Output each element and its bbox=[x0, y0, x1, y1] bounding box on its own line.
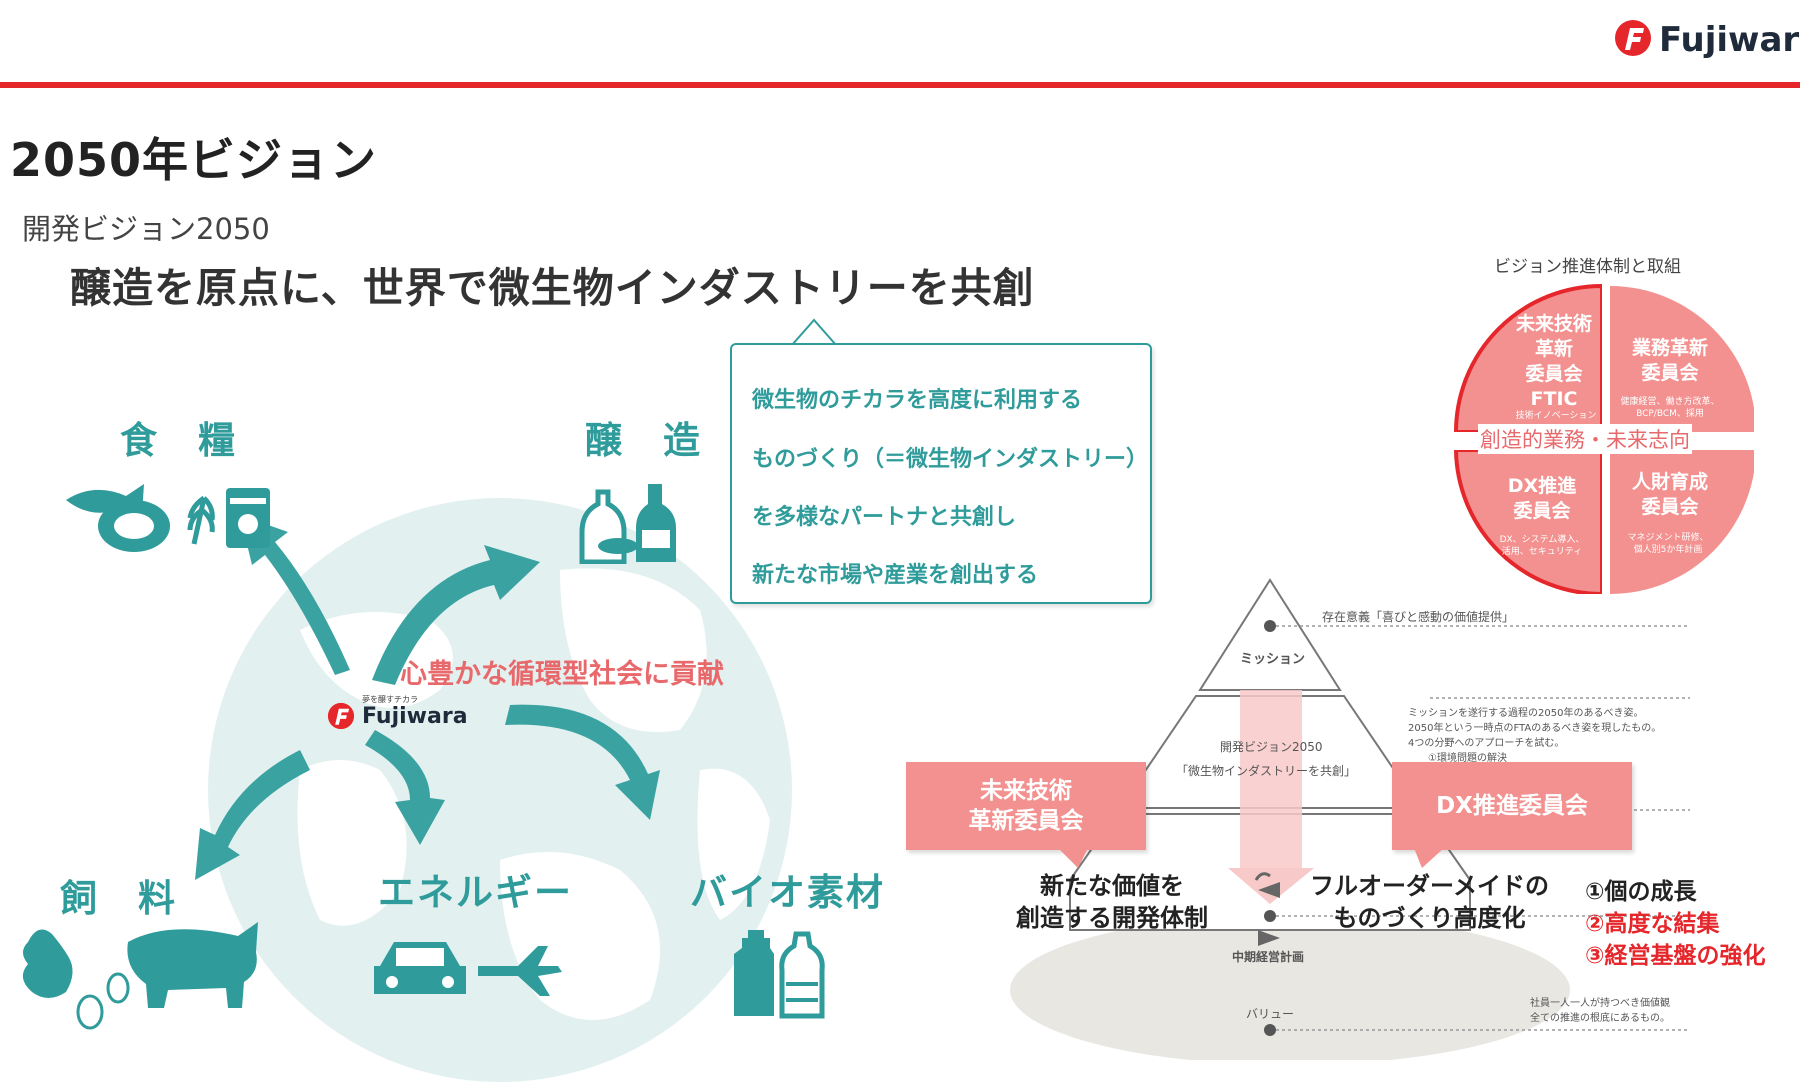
vision-note: 4つの分野へのアプローチを試む。 bbox=[1408, 738, 1565, 749]
callout-line: ものづくり（＝微生物インダストリー） bbox=[752, 447, 1149, 472]
slide-title: 2050年ビジョン bbox=[10, 133, 378, 187]
midterm-label: 中期経営計画 bbox=[1232, 950, 1305, 964]
continent-shape bbox=[560, 568, 707, 732]
values-label: バリュー bbox=[1246, 1007, 1295, 1021]
fujiwara-logo-icon bbox=[1613, 16, 1653, 60]
continent-shape bbox=[297, 760, 407, 926]
category-brewing: 醸 造 bbox=[585, 419, 702, 462]
bio-materials-icon bbox=[734, 930, 825, 1019]
box-future-tech: 未来技術 革新委員会 bbox=[906, 762, 1146, 850]
right-caption: フルオーダーメイドの ものづくり高度化 bbox=[1310, 872, 1550, 932]
numbered-item: ②高度な結集 bbox=[1585, 911, 1720, 937]
quadrant-title-hr: 人財育成 委員会 bbox=[1631, 471, 1708, 518]
callout-box: 微生物のチカラを高度に利用する ものづくり（＝微生物インダストリー） を多様なパ… bbox=[730, 343, 1152, 604]
arrow-brewing-icon bbox=[372, 545, 540, 685]
fujiwara-logo-small-icon bbox=[326, 700, 356, 732]
vision-note: 2050年という一時点のFTAのあるべき姿を現したもの。 bbox=[1408, 723, 1662, 734]
callout-line: 微生物のチカラを高度に利用する bbox=[752, 388, 1083, 413]
arrow-feed-icon bbox=[195, 750, 310, 880]
vision-label-2: 「微生物インダストリーを共創」 bbox=[1176, 764, 1357, 778]
values-note: 社員一人一人が持つべき価値観 bbox=[1530, 998, 1670, 1009]
arrow-food-icon bbox=[240, 515, 350, 675]
vision-label-1: 開発ビジョン2050 bbox=[1220, 740, 1323, 754]
sake-bottle-icon bbox=[579, 484, 676, 564]
globe-diagram bbox=[195, 498, 792, 1082]
livestock-icon bbox=[22, 922, 258, 1030]
quadrant-title-ftic: 未来技術 革新 委員会 FTIC bbox=[1515, 313, 1592, 410]
category-energy: エネルギー bbox=[378, 871, 573, 914]
center-logo-text: Fujiwara bbox=[362, 704, 468, 729]
slide-subtitle: 開発ビジョン2050 bbox=[22, 212, 270, 246]
category-food: 食 糧 bbox=[120, 419, 237, 462]
mission-label: ミッション bbox=[1240, 652, 1306, 667]
header-logo-text: Fujiwara bbox=[1659, 20, 1800, 60]
values-note: 全ての推進の根底にあるもの。 bbox=[1530, 1013, 1670, 1024]
header-divider bbox=[0, 82, 1800, 88]
category-bio: バイオ素材 bbox=[690, 871, 885, 914]
category-feed: 飼 料 bbox=[60, 877, 177, 920]
box-dx: DX推進委員会 bbox=[1392, 762, 1632, 850]
header-bar bbox=[0, 0, 1800, 82]
quadrant-sub-hr: マネジメント研修、 個人別5か年計画 bbox=[1627, 533, 1709, 555]
pie-center-label: 創造的業務・未来志向 bbox=[1478, 424, 1692, 454]
car-plane-icon bbox=[374, 942, 562, 996]
continent-shape bbox=[500, 852, 660, 1020]
quadrant-title-operations: 業務革新 委員会 bbox=[1631, 337, 1708, 384]
pie-quadrant bbox=[1610, 450, 1754, 594]
quadrant-title-dx: DX推進 委員会 bbox=[1507, 475, 1577, 522]
quadrant-sub-ftic: 技術イノベーション bbox=[1515, 411, 1597, 421]
food-icon bbox=[66, 484, 270, 552]
callout-line: を多様なパートナと共創し bbox=[752, 505, 1017, 530]
continent-shape bbox=[697, 768, 770, 920]
pyramid-diagram bbox=[1010, 578, 1690, 1060]
quadrant-sub-dx: DX、システム導入、 活用、セキュリティ bbox=[1499, 535, 1585, 557]
quadrant-sub-operations: 健康経営、働き方改革、 BCP/BCM、採用 bbox=[1620, 397, 1720, 419]
pie-quadrant bbox=[1454, 448, 1604, 594]
existence-note: 存在意義「喜びと感動の価値提供」 bbox=[1322, 610, 1515, 624]
center-logo-tagline: 夢を醸すチカラ bbox=[362, 695, 418, 704]
numbered-item: ③経営基盤の強化 bbox=[1585, 943, 1766, 969]
callout-pointer bbox=[791, 318, 837, 346]
left-caption: 新たな価値を 創造する開発体制 bbox=[1016, 872, 1208, 932]
pie-quadrant bbox=[1454, 284, 1604, 434]
vision-note: ミッションを遂行する過程の2050年のあるべき姿。 bbox=[1408, 708, 1644, 719]
box-future-tech-pointer bbox=[1058, 848, 1088, 868]
arrow-bio-icon bbox=[505, 704, 660, 820]
vision-headline: 醸造を原点に、世界で微生物インダストリーを共創 bbox=[70, 264, 1035, 312]
pie-quadrant bbox=[1610, 286, 1754, 432]
vision-structure-pie bbox=[1454, 284, 1754, 594]
box-dx-pointer bbox=[1414, 848, 1444, 868]
numbered-item: ①個の成長 bbox=[1585, 879, 1697, 905]
center-message: 心豊かな循環型社会に貢献 bbox=[400, 659, 724, 690]
arrow-energy-icon bbox=[365, 730, 445, 845]
callout-line: 新たな市場や産業を創出する bbox=[752, 563, 1039, 588]
vision-note: ①環境問題の解決 bbox=[1428, 753, 1507, 764]
pie-title: ビジョン推進体制と取組 bbox=[1494, 257, 1681, 277]
